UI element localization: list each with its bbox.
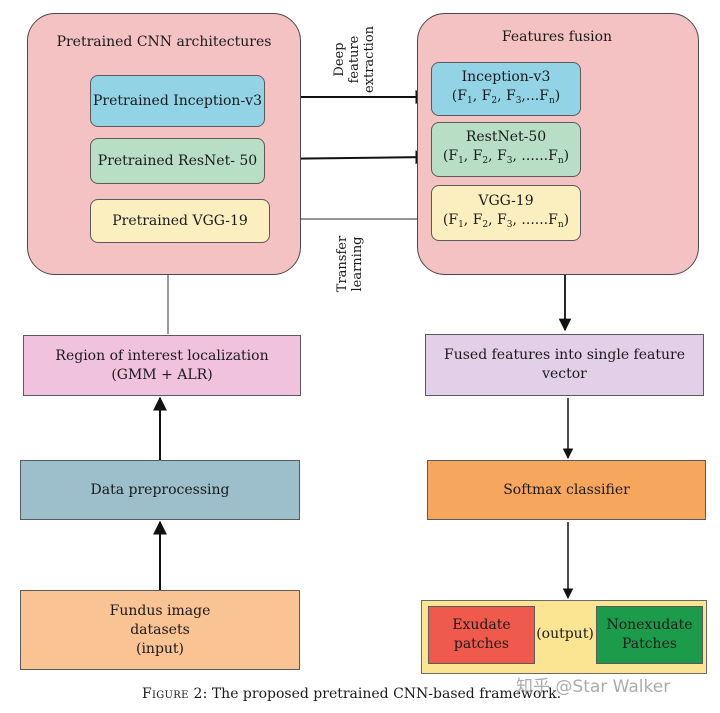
deep-feature-line-1: Deep [332, 41, 348, 77]
nonexudate-line-2: Patches [621, 636, 678, 652]
fused-vector-line-1: Fused features into single feature [444, 347, 685, 363]
inception-features-box: Inception-v3 (F1, F2, F3,...Fn) [431, 62, 581, 116]
pretrained-resnet-box: Pretrained ResNet- 50 [90, 138, 265, 184]
fused-vector-line-2: vector [542, 366, 587, 382]
pretrained-inception-box: Pretrained Inception-v3 [90, 75, 265, 127]
caption-text: : The proposed pretrained CNN-based fram… [202, 686, 562, 702]
roi-localization-title: Region of interest localization [55, 347, 269, 364]
pretrained-vgg-box: Pretrained VGG-19 [90, 199, 270, 243]
deep-feature-extraction-text: Deep feature extraction [332, 25, 377, 92]
softmax-classifier-label: Softmax classifier [503, 481, 630, 498]
resnet-features-name: RestNet-50 [465, 129, 547, 145]
vgg-features-vector: (F1, F2, F3, ......Fn) [442, 211, 570, 230]
pretrained-vgg-label: Pretrained VGG-19 [112, 212, 248, 229]
fundus-datasets-line-1: Fundus image [109, 602, 211, 619]
exudate-line-2: patches [453, 636, 510, 652]
vgg-features-box: VGG-19 (F1, F2, F3, ......Fn) [431, 185, 581, 241]
exudate-patches-box: Exudate patches [428, 606, 535, 664]
fused-vector-box: Fused features into single feature vecto… [425, 334, 704, 396]
inception-features-name: Inception-v3 [461, 68, 551, 85]
data-preprocessing-box: Data preprocessing [20, 460, 300, 520]
inception-features-vector: (F1, F2, F3,...Fn) [451, 87, 561, 106]
vgg-features-name: VGG-19 [478, 192, 534, 209]
figure-number: Figure 2 [142, 686, 203, 702]
nonexudate-patches-box: Nonexudate Patches [596, 606, 703, 664]
transfer-learning-label: Transfer learning [325, 234, 375, 294]
data-preprocessing-label: Data preprocessing [90, 481, 230, 498]
transfer-line-1: Transfer [335, 235, 350, 293]
transfer-learning-text: Transfer learning [335, 236, 365, 292]
transfer-line-2: learning [350, 236, 365, 292]
pretrained-inception-label: Pretrained Inception-v3 [93, 92, 262, 109]
pretrained-resnet-label: Pretrained ResNet- 50 [97, 152, 258, 169]
resnet-features-vector: (F1, F2, F3, ......Fn) [442, 148, 570, 166]
fundus-datasets-box: Fundus image datasets (input) [20, 590, 300, 670]
watermark: 知乎 @Star Walker [516, 677, 671, 697]
pretrained-cnn-panel-title: Pretrained CNN architectures [56, 34, 272, 50]
resnet-features-box: RestNet-50 (F1, F2, F3, ......Fn) [431, 122, 581, 177]
roi-localization-box: Region of interest localization (GMM + A… [23, 335, 301, 396]
fundus-datasets-line-3: (input) [135, 640, 185, 657]
roi-localization-method: (GMM + ALR) [111, 366, 213, 383]
output-label: (output) [536, 626, 594, 642]
deep-feature-line-3: extraction [362, 25, 378, 93]
exudate-line-1: Exudate [452, 617, 511, 633]
softmax-classifier-box: Softmax classifier [427, 460, 706, 520]
nonexudate-line-1: Nonexudate [606, 617, 693, 633]
fundus-datasets-line-2: datasets [130, 621, 190, 638]
deep-feature-extraction-label: Deep feature extraction [320, 25, 390, 92]
figure-caption: Figure 2: The proposed pretrained CNN-ba… [142, 686, 561, 702]
features-fusion-panel-title: Features fusion [501, 29, 613, 45]
deep-feature-line-2: feature [347, 35, 363, 83]
